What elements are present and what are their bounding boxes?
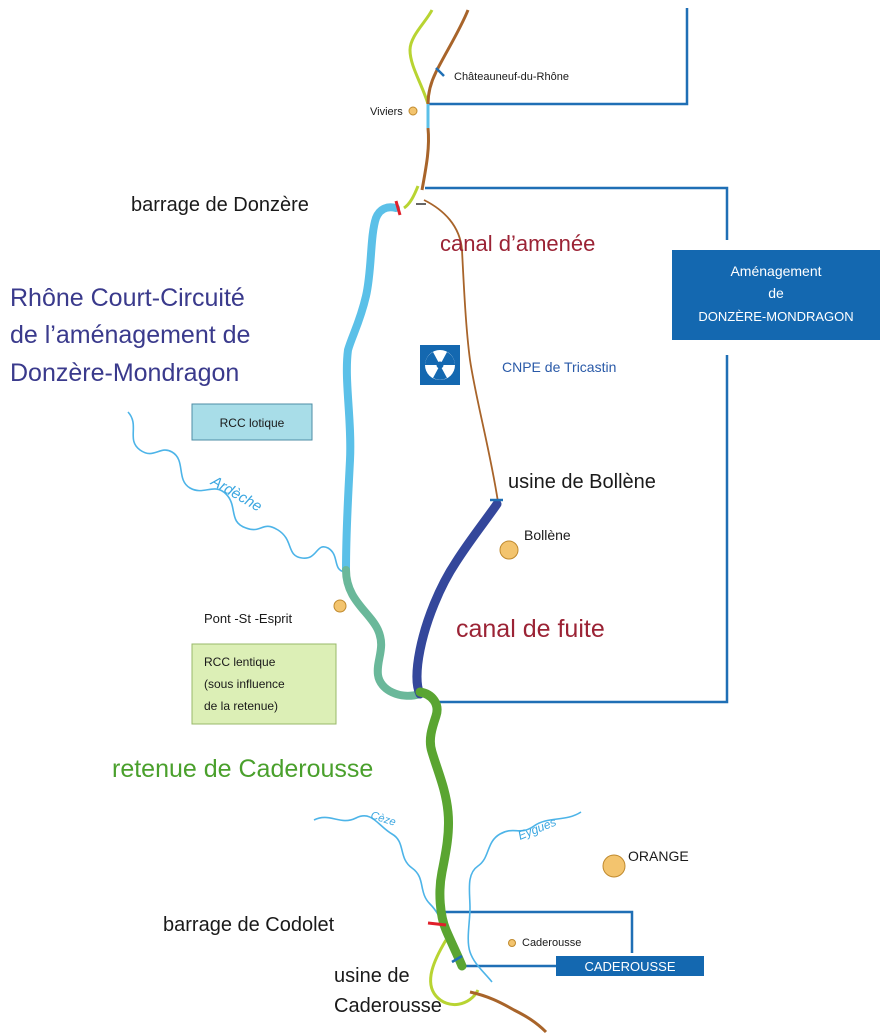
frame-donzere-top xyxy=(425,186,729,240)
tributaries xyxy=(127,411,582,983)
label-retenue-caderousse: retenue de Caderousse xyxy=(112,755,373,783)
rcc-lotique-box xyxy=(191,403,313,441)
old-rhone xyxy=(403,9,480,1006)
amenagement-text-1: Aménagement xyxy=(730,263,821,279)
retenue-line xyxy=(415,687,467,971)
old-rhone-upper xyxy=(408,9,434,105)
rcc-lentique-text-1: RCC lentique xyxy=(204,655,276,669)
ceze-river xyxy=(313,815,447,931)
old-rhone-caderousse xyxy=(429,939,480,1006)
label-viviers: Viviers xyxy=(370,106,403,118)
town-dot-icon xyxy=(499,540,519,560)
rhone-upper xyxy=(426,9,470,105)
old-rhone-donzere xyxy=(403,185,420,210)
amenagement-text-3: DONZÈRE-MONDRAGON xyxy=(698,309,853,324)
radiation-icon xyxy=(420,345,460,385)
ardeche-river xyxy=(127,411,346,573)
label-usine-caderousse-1: usine de xyxy=(334,965,410,987)
title-line-3: Donzère-Mondragon xyxy=(10,359,239,387)
town-dots xyxy=(333,106,626,947)
town-dot-icon xyxy=(602,854,626,878)
amenagement-text-2: de xyxy=(768,285,784,301)
rcc-lentique-text-3: de la retenue) xyxy=(204,699,278,713)
title-line-2: de l’aménagement de xyxy=(10,321,250,349)
eygues-river xyxy=(467,811,582,983)
rcc-lotique-line xyxy=(342,203,400,574)
label-barrage-codolet: barrage de Codolet xyxy=(163,914,335,936)
label-pont-st-esprit: Pont -St -Esprit xyxy=(204,611,293,626)
rcc-lentique-text-2: (sous influence xyxy=(204,677,285,691)
rcc-lotique-text: RCC lotique xyxy=(220,416,285,430)
label-eygues: Eygues xyxy=(516,815,558,843)
frame-donzere-right xyxy=(438,355,729,704)
barrage-donzere-marker xyxy=(394,200,402,216)
label-orange: ORANGE xyxy=(628,848,689,864)
frame-chateauneuf xyxy=(428,8,689,106)
chateauneuf-marker xyxy=(435,67,445,77)
label-ardeche: Ardèche xyxy=(207,472,265,515)
frame-caderousse xyxy=(444,910,634,953)
canal-fuite-line xyxy=(412,499,502,699)
frame-lines xyxy=(425,8,729,968)
caderousse-box-text: CADEROUSSE xyxy=(584,959,675,974)
title-line-1: Rhône Court-Circuité xyxy=(10,284,245,312)
label-cnpe: CNPE de Tricastin xyxy=(502,359,616,375)
caderousse-box xyxy=(556,956,704,976)
barrage-codolet-marker xyxy=(427,921,447,927)
usine-caderousse-marker xyxy=(451,954,463,964)
town-dot-icon xyxy=(333,599,347,613)
rhone-brown xyxy=(420,9,548,1034)
label-canal-fuite: canal de fuite xyxy=(456,615,605,643)
canal-amenee-line xyxy=(423,199,499,503)
label-usine-bollene: usine de Bollène xyxy=(508,471,656,493)
label-caderousse-town: Caderousse xyxy=(522,937,581,949)
rcc-lentique-line xyxy=(342,566,424,700)
rhone-lower xyxy=(469,990,548,1034)
rcc-lentique-box xyxy=(191,643,337,725)
town-dot-icon xyxy=(408,106,418,116)
town-dot-icon xyxy=(508,939,516,947)
label-ceze: Cèze xyxy=(369,809,397,828)
amenagement-box xyxy=(672,250,880,340)
label-barrage-donzere: barrage de Donzère xyxy=(131,194,309,216)
label-chateauneuf: Châteauneuf-du-Rhône xyxy=(454,71,569,83)
label-bollene: Bollène xyxy=(524,527,571,543)
rhone-to-donzere xyxy=(420,127,430,191)
label-usine-caderousse-2: Caderousse xyxy=(334,995,442,1017)
label-canal-amenee: canal d’amenée xyxy=(440,231,595,256)
